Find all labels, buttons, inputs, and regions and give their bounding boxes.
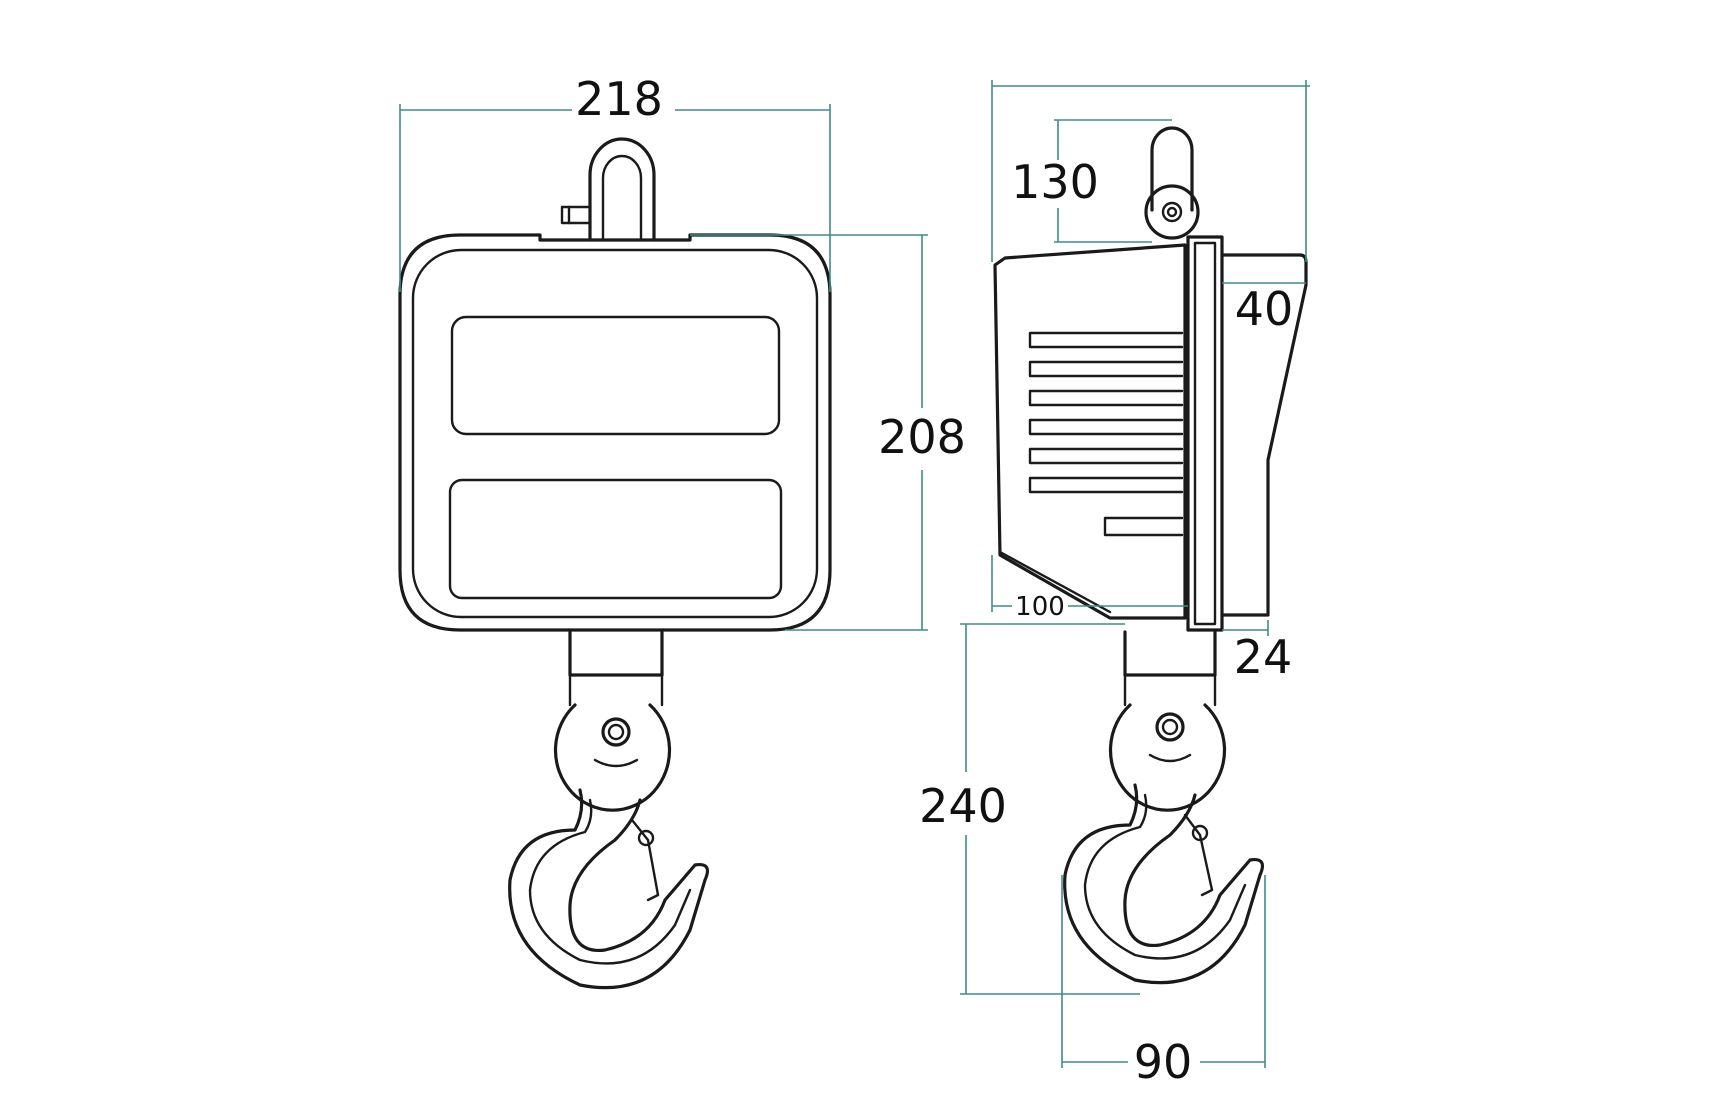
front-shackle — [560, 137, 656, 242]
display-window-top — [450, 315, 781, 436]
dimension-labels: 218 208 130 40 100 24 240 90 — [575, 72, 1293, 1089]
side-shackle — [1144, 126, 1200, 240]
dim-width-front-label: 218 — [575, 72, 663, 126]
display-window-bottom — [448, 478, 783, 600]
side-hook — [1063, 630, 1264, 985]
dim-display-depth-label: 40 — [1235, 282, 1294, 336]
front-view — [398, 137, 832, 990]
dim-frame-thickness-label: 24 — [1234, 630, 1293, 684]
dim-shackle-height-label: 130 — [1011, 155, 1099, 209]
front-hook — [508, 630, 709, 990]
side-fins — [1028, 331, 1184, 537]
dimension-lines — [399, 80, 1310, 1068]
dim-height-body-label: 208 — [878, 410, 966, 464]
side-body — [993, 235, 1308, 632]
dim-hook-height-label: 240 — [919, 779, 1007, 833]
dim-hook-width-label: 90 — [1134, 1035, 1193, 1089]
front-housing — [398, 233, 832, 632]
side-front-frame — [1186, 235, 1224, 632]
dim-body-depth-label: 100 — [1015, 592, 1065, 622]
side-view — [993, 126, 1308, 985]
